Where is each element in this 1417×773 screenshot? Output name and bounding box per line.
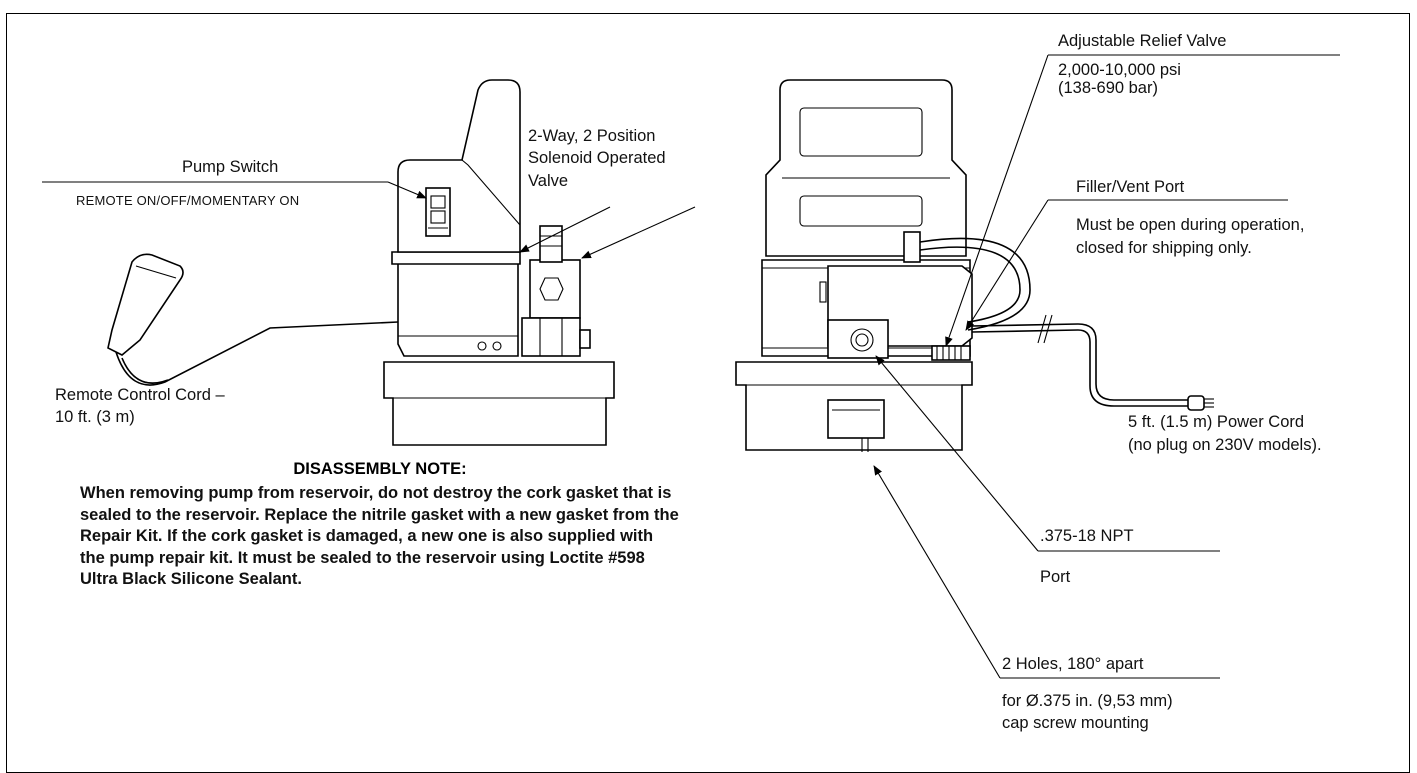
power-cord: [971, 323, 1188, 401]
relief-range-line2: (138-690 bar): [1058, 79, 1158, 97]
disassembly-note-body: When removing pump from reservoir, do no…: [80, 483, 680, 591]
disassembly-note-title: DISASSEMBLY NOTE:: [293, 460, 467, 478]
relief-valve-label: Adjustable Relief Valve: [1058, 32, 1227, 50]
power-cord-label-line2: (no plug on 230V models).: [1128, 436, 1322, 454]
solenoid-label-line1: 2-Way, 2 Position: [528, 127, 656, 145]
holes-note-line2: cap screw mounting: [1002, 714, 1149, 732]
pump-switch-body: [425, 187, 451, 237]
relief-valve-knob: [931, 345, 971, 361]
holes-note-line1: for Ø.375 in. (9,53 mm): [1002, 692, 1173, 710]
power-cord-label-line1: 5 ft. (1.5 m) Power Cord: [1128, 413, 1305, 431]
left-motor-body: [397, 261, 519, 357]
pump-switch-label: Pump Switch: [182, 158, 279, 176]
npt-label: .375-18 NPT: [1040, 527, 1134, 545]
filler-port-label: Filler/Vent Port: [1076, 178, 1185, 196]
left-motor-housing: [397, 79, 521, 253]
solenoid-label-line2: Solenoid Operated: [528, 149, 666, 167]
pump-diagram: [42, 54, 1340, 679]
solenoid-label-line3: Valve: [528, 172, 569, 190]
pump-switch-modes-label: REMOTE ON/OFF/MOMENTARY ON: [76, 193, 300, 208]
remote-pendant: [107, 253, 184, 356]
leader-lines: [42, 54, 1340, 679]
relief-range-line1: 2,000-10,000 psi: [1058, 61, 1181, 79]
right-motor-housing: [765, 79, 967, 257]
remote-cord-label-line1: Remote Control Cord –: [55, 386, 225, 404]
remote-cord: [115, 321, 399, 386]
holes-label: 2 Holes, 180° apart: [1002, 655, 1144, 673]
right-pump: [735, 79, 1214, 452]
port-label: Port: [1040, 568, 1071, 586]
left-reservoir: [383, 361, 615, 446]
filler-note-line1: Must be open during operation,: [1076, 216, 1305, 234]
return-hose: [919, 237, 1031, 331]
filler-note-line2: closed for shipping only.: [1076, 239, 1252, 257]
left-pump: [107, 79, 615, 446]
remote-cord-label-line2: 10 ft. (3 m): [55, 408, 135, 426]
solenoid-valve: [529, 259, 581, 319]
power-plug: [1187, 395, 1205, 411]
disassembly-note-text: When removing pump from reservoir, do no…: [80, 484, 679, 588]
